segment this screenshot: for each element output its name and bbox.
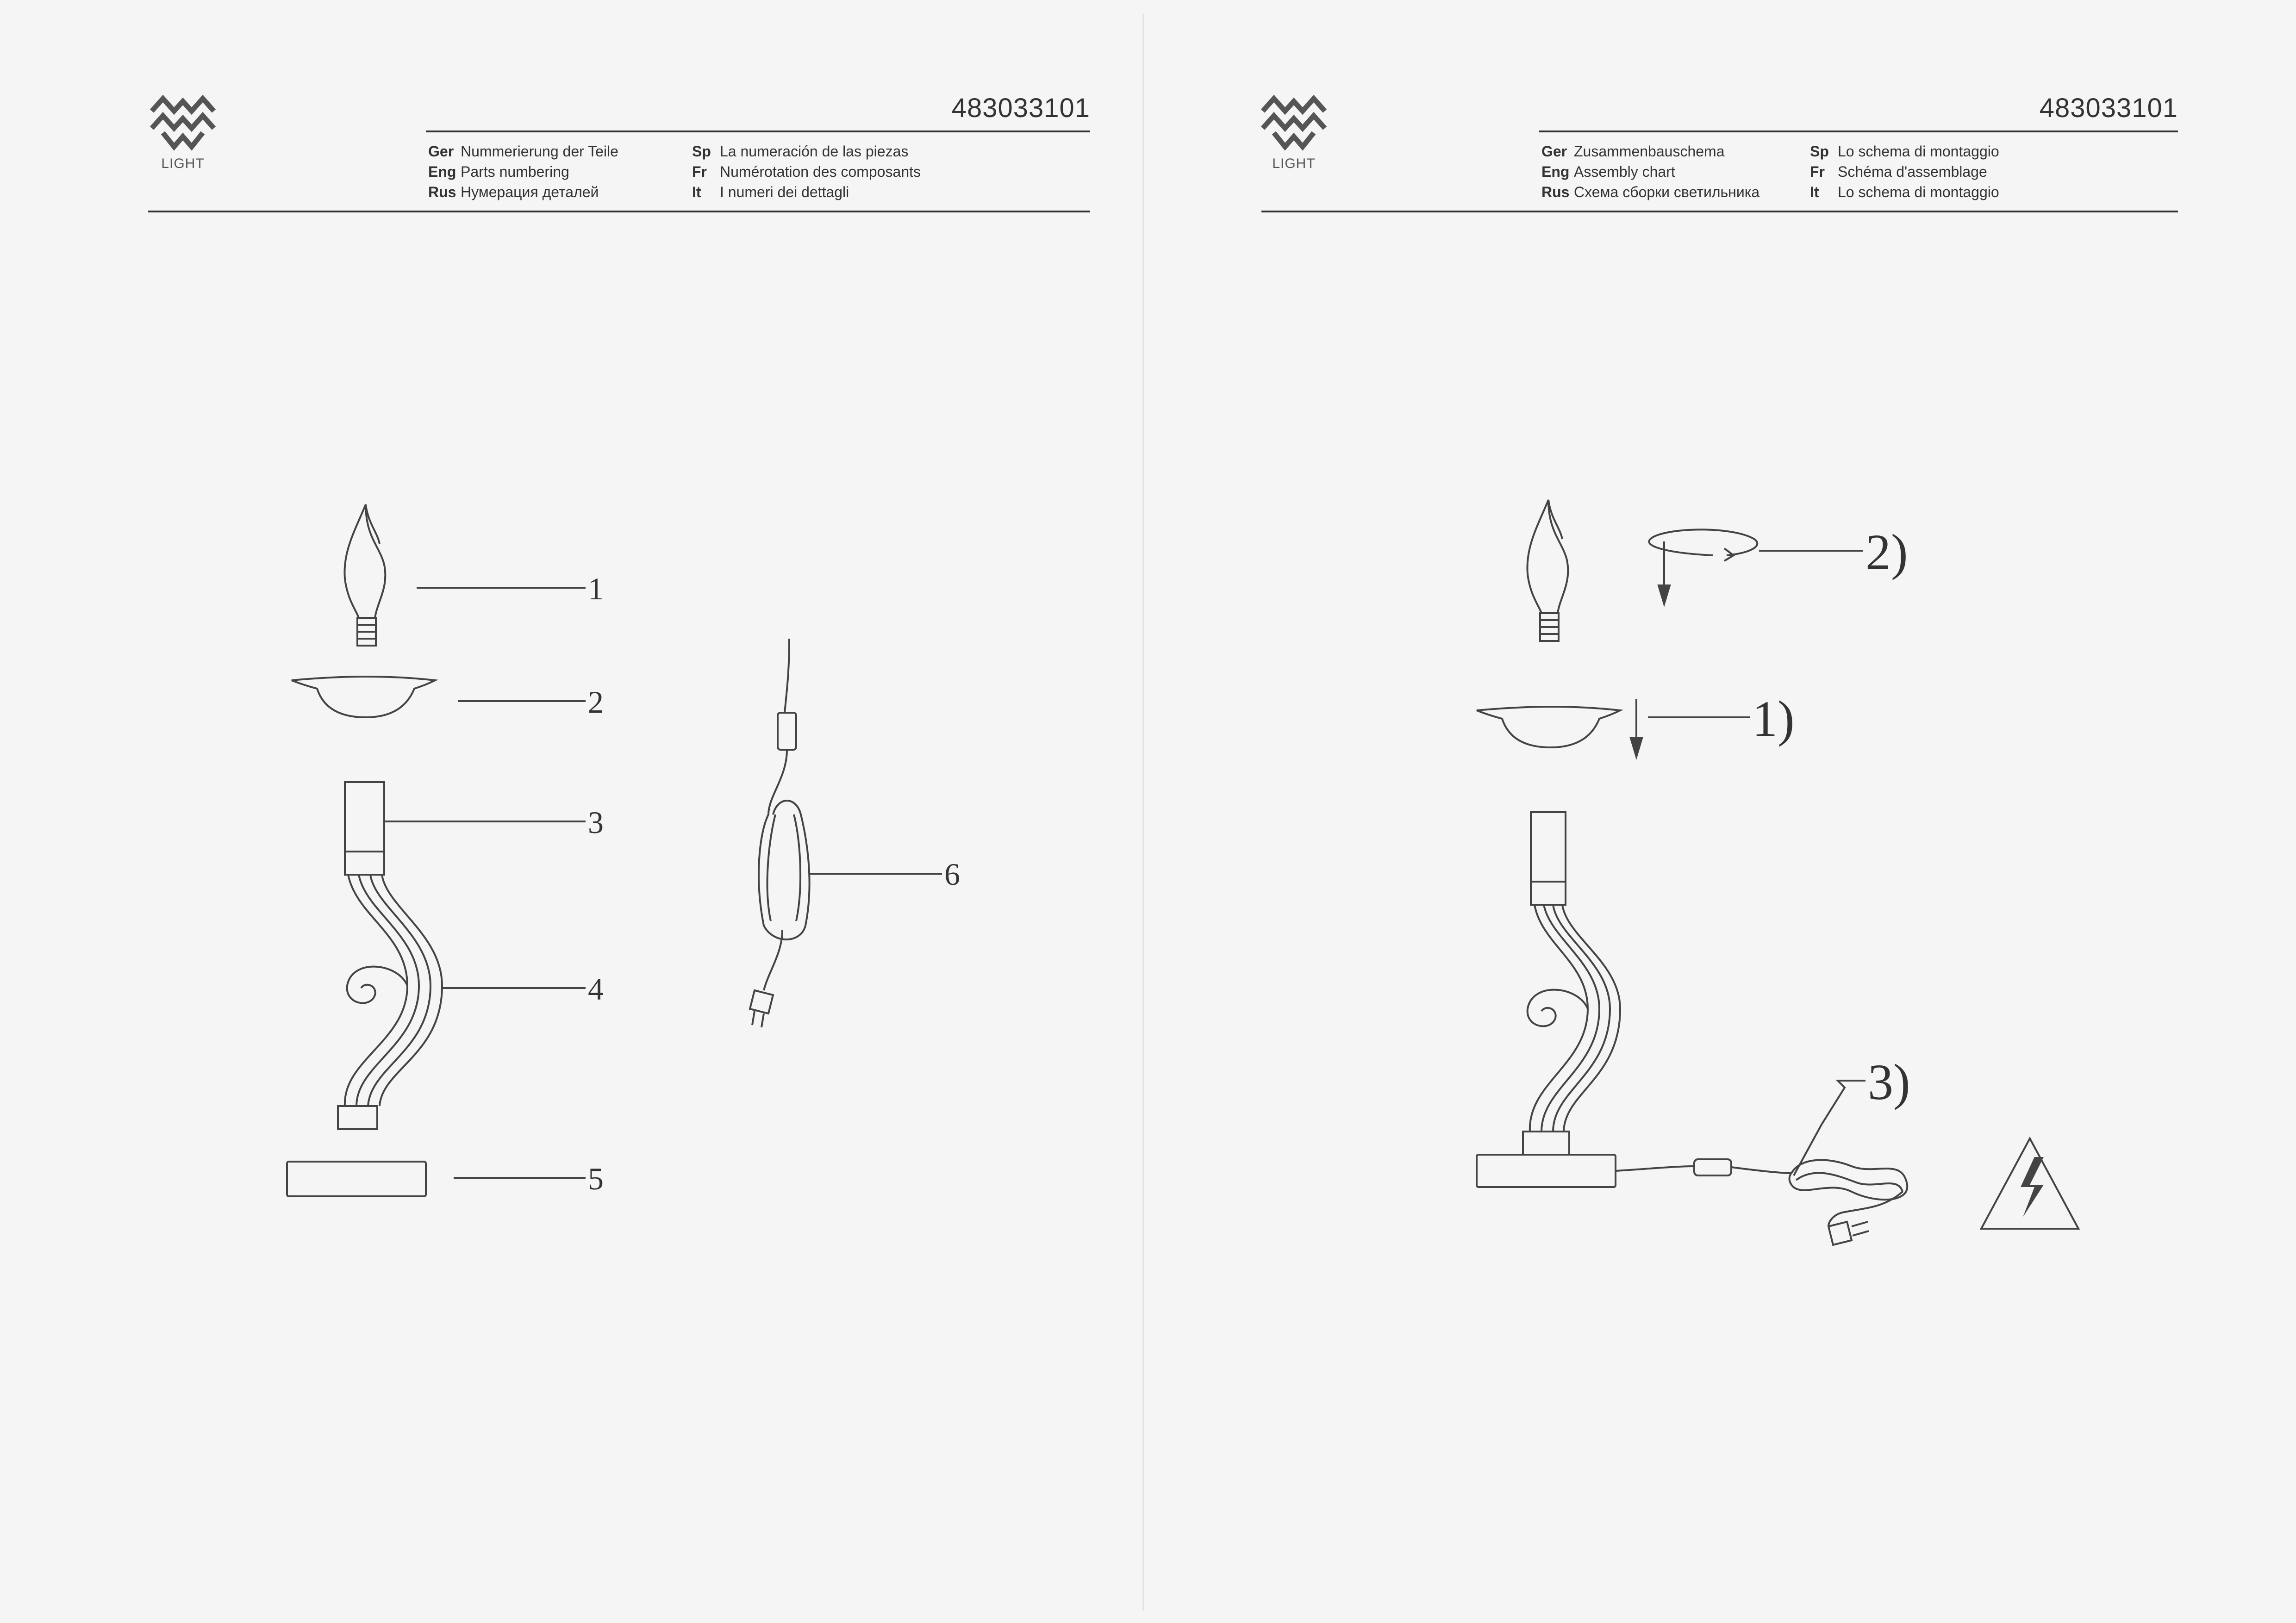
part-bulb-icon: [343, 504, 387, 647]
part-cable-icon: [749, 638, 811, 1028]
part-label-6: 6: [944, 857, 960, 892]
part-socket-sleeve-icon: [344, 781, 385, 876]
parts-numbering-diagram: 1 2 3 4 5 6: [286, 504, 960, 1197]
header-top-rule: [426, 131, 1090, 132]
brand-logo: LIGHT: [148, 95, 218, 174]
header-top-rule: [1539, 131, 2178, 132]
step-label-3: 3): [1868, 1054, 1910, 1110]
part-label-1: 1: [588, 571, 604, 606]
step-label-1: 1): [1752, 690, 1795, 747]
part-label-4: 4: [588, 971, 604, 1007]
logo-text: LIGHT: [1272, 156, 1316, 171]
part-label-5: 5: [588, 1161, 604, 1196]
header-bottom-rule: [1261, 211, 2178, 212]
assembly-dish-icon: [1476, 699, 1643, 760]
page-fold: [1142, 14, 1144, 1611]
mw-logo-icon: [1260, 95, 1327, 151]
part-curved-arm-icon: [337, 874, 443, 1130]
assembly-bulb-icon: [1526, 499, 1569, 642]
part-base-icon: [286, 1161, 427, 1197]
header-bottom-rule: [148, 211, 1090, 212]
electric-hazard-warning-icon: [1979, 1136, 2080, 1230]
brand-logo: LIGHT: [1259, 95, 1329, 174]
part-label-2: 2: [588, 684, 604, 720]
assembly-chart-diagram: 2) 1) 3): [1476, 499, 2080, 1246]
document-number: 483033101: [951, 93, 1090, 123]
document-number: 483033101: [2039, 93, 2178, 123]
assembly-lamp-body-icon: [1476, 811, 1622, 1188]
part-label-3: 3: [588, 805, 604, 840]
mw-logo-icon: [150, 95, 216, 151]
logo-text: LIGHT: [161, 156, 205, 171]
step-label-2: 2): [1866, 524, 1908, 580]
assembly-cable-icon: [1615, 1158, 1909, 1246]
part-dish-icon: [291, 675, 438, 719]
rotate-arrow-icon: [1648, 529, 1759, 607]
